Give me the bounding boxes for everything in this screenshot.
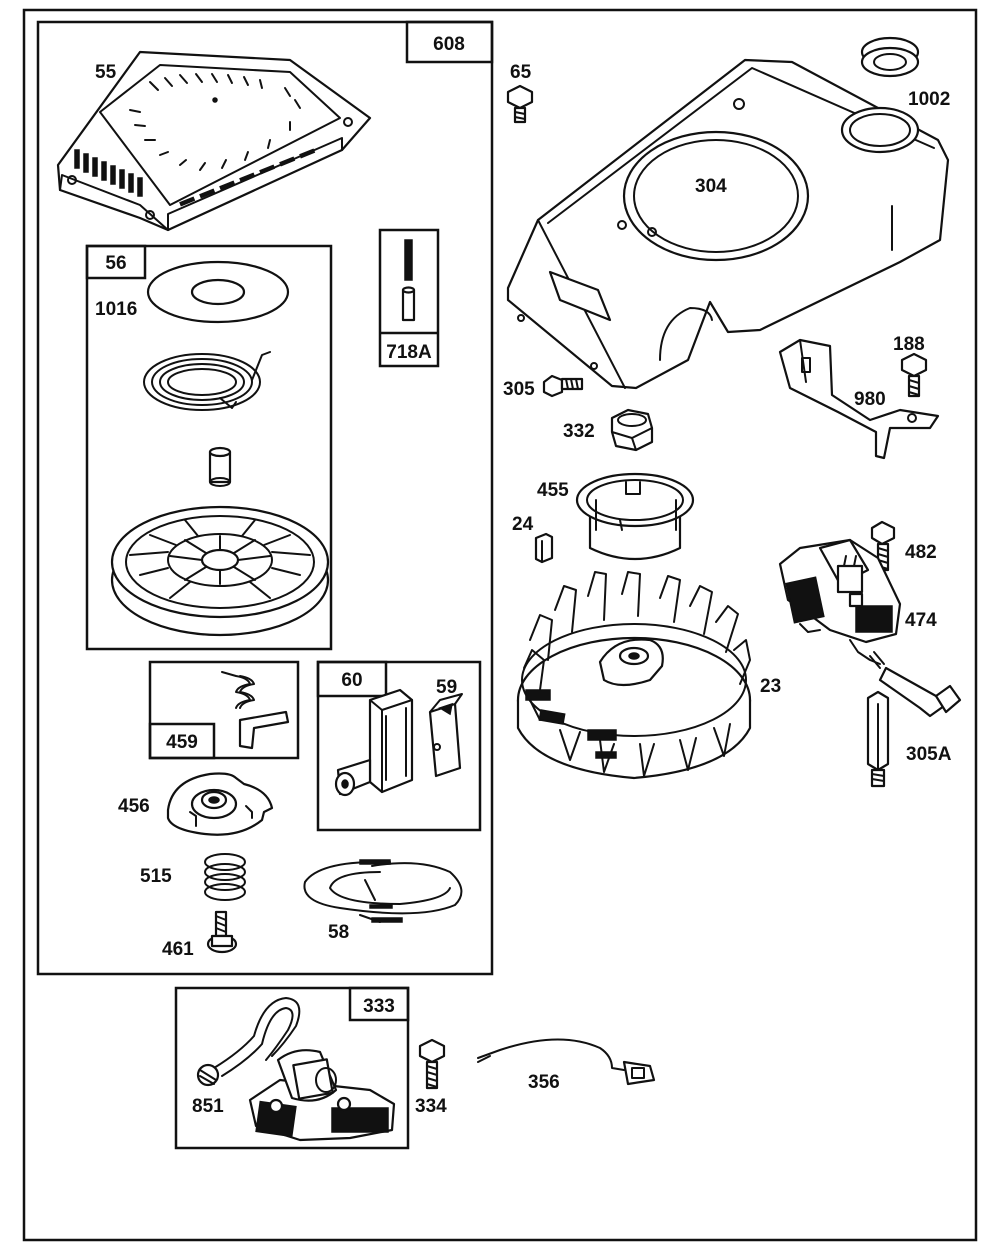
part-356-label: 356: [528, 1072, 560, 1093]
starter-pulley-part: [110, 505, 330, 637]
part-455-label: 455: [537, 480, 569, 501]
bracket-part: [778, 338, 940, 460]
compression-spring-part: [204, 853, 246, 901]
group-608-tag: [405, 20, 494, 64]
part-188-label: 188: [893, 334, 925, 355]
part-59-label: 59: [436, 677, 457, 698]
group-60-tag: [316, 660, 388, 698]
part-1002-label: 1002: [908, 89, 950, 110]
nut-part: [610, 408, 654, 452]
washer-part: [146, 260, 290, 324]
part-65-label: 65: [510, 62, 532, 83]
part-332-label: 332: [563, 421, 595, 442]
group-60-box: [316, 660, 482, 832]
handle-part: [334, 688, 414, 797]
screw-part-305: [542, 374, 584, 398]
ground-wire-part: [477, 1038, 656, 1086]
group-60-label: 60: [341, 670, 362, 691]
starter-rope-part: [303, 859, 463, 923]
screw-part-461: [206, 910, 238, 954]
starter-housing-part: [56, 50, 372, 232]
part-474-label: 474: [905, 610, 937, 631]
part-461-label: 461: [162, 939, 194, 960]
part-305-label: 305: [503, 379, 535, 400]
recoil-spring-part: [143, 351, 271, 411]
part-456-label: 456: [118, 796, 150, 817]
part-23-label: 23: [760, 676, 781, 697]
pin-part: [208, 446, 232, 487]
starter-cup-part: [575, 472, 695, 561]
dog-part: [238, 710, 290, 750]
part-304-label: 304: [695, 176, 727, 197]
part-980-label: 980: [854, 389, 886, 410]
group-333-box: [174, 986, 410, 1150]
blower-housing-part: [506, 58, 950, 390]
part-24-label: 24: [512, 514, 534, 535]
ignition-module-part: [196, 997, 396, 1142]
group-608-box: [36, 20, 494, 976]
group-56-box: [85, 244, 333, 651]
group-333-tag: [348, 986, 410, 1022]
ratchet-part: [166, 772, 274, 836]
group-459-label: 459: [166, 732, 198, 753]
grommet-part: [860, 36, 920, 78]
flywheel-key-part: [534, 532, 554, 564]
page-frame: [22, 8, 978, 1242]
part-334-label: 334: [415, 1096, 447, 1117]
group-333-label: 333: [363, 996, 395, 1017]
part-58-label: 58: [328, 922, 349, 943]
part-305A-label: 305A: [906, 744, 952, 765]
group-718A-label: 718A: [386, 342, 432, 363]
part-1016-label: 1016: [95, 299, 137, 320]
part-515-label: 515: [140, 866, 172, 887]
part-851-label: 851: [192, 1096, 224, 1117]
flywheel-part: [516, 571, 752, 780]
screw-part-334: [418, 1038, 446, 1090]
stud-part: [866, 690, 890, 788]
group-718A-box: [378, 228, 440, 368]
group-459-box: [148, 660, 300, 760]
armature-part: [778, 538, 962, 718]
roll-pin-part: [401, 239, 416, 322]
bolt-part-65: [506, 84, 534, 124]
group-608-label: 608: [433, 34, 465, 55]
dog-spring-part: [221, 671, 255, 709]
group-459-tag: [148, 722, 216, 760]
part-55-label: 55: [95, 62, 117, 83]
group-56-label: 56: [105, 253, 126, 274]
rope-insert-part: [428, 693, 463, 778]
bolt-part-188: [900, 352, 928, 398]
part-482-label: 482: [905, 542, 937, 563]
group-56-tag: [85, 244, 147, 280]
